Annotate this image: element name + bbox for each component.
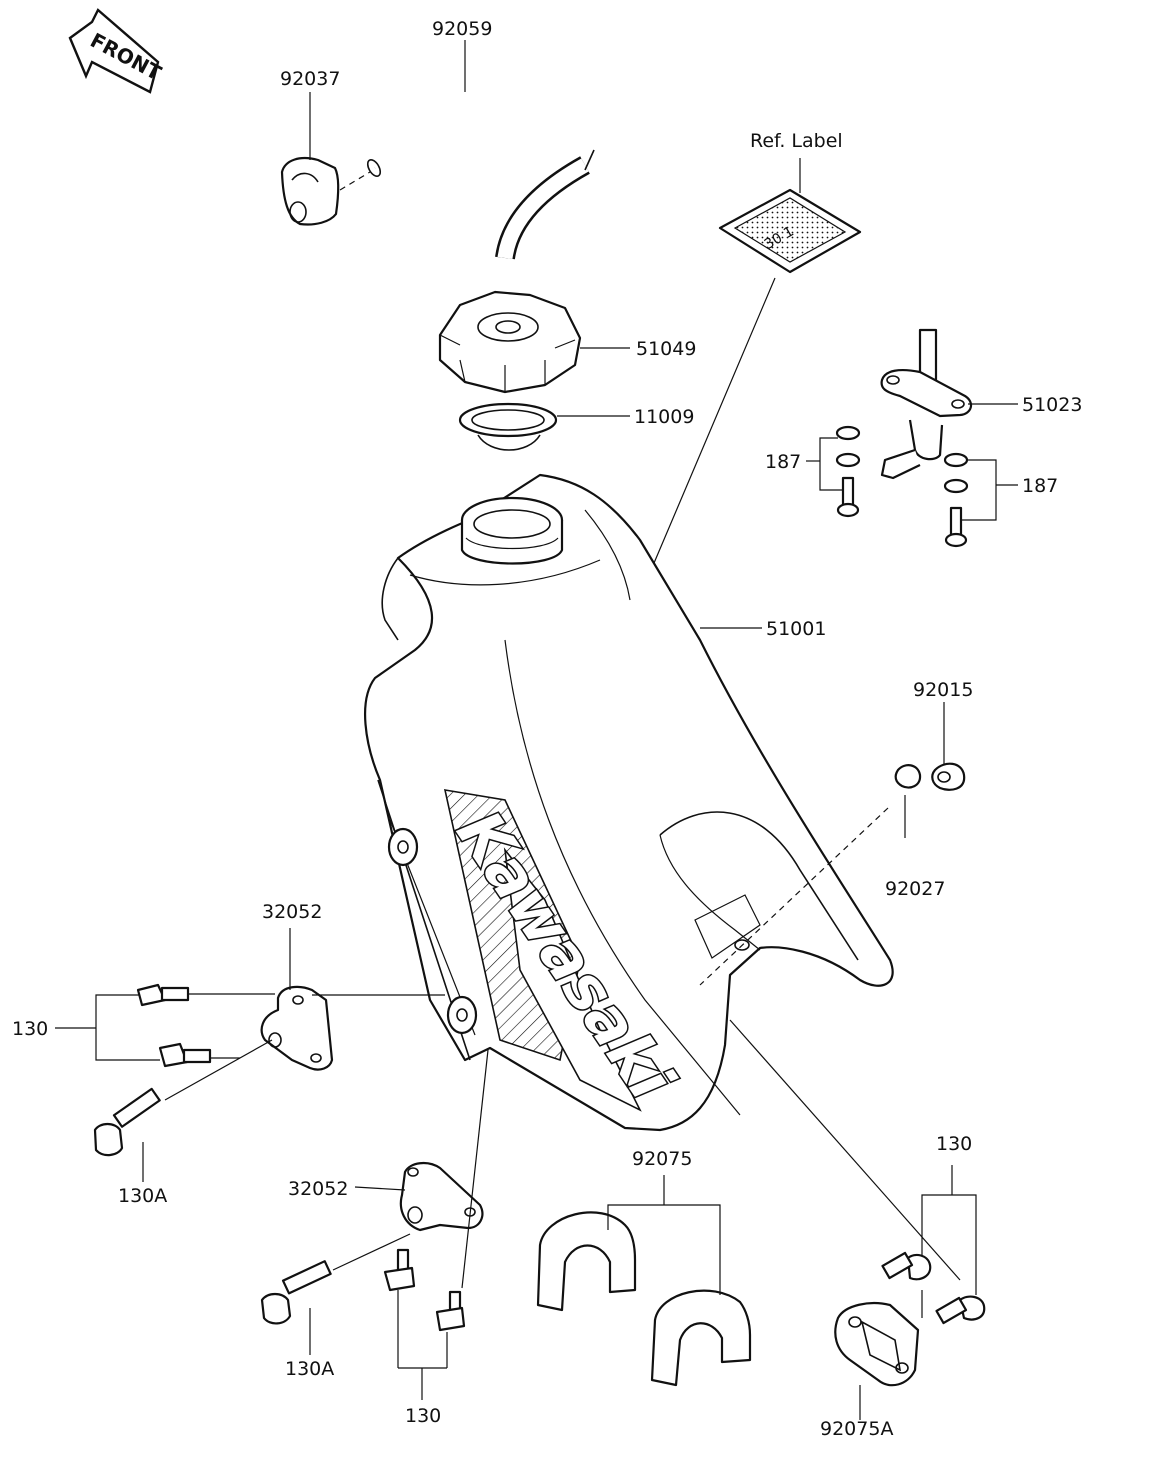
hose-clip: [280, 156, 371, 226]
label-130A-lower: 130A: [285, 1358, 334, 1380]
cap-gasket: [458, 402, 558, 451]
label-92059: 92059: [432, 18, 492, 40]
damper-92075-right: [650, 1289, 752, 1387]
bolt-130-lower: [158, 1042, 240, 1068]
bolt-130A-upper: [93, 1039, 273, 1182]
label-92037: 92037: [280, 68, 340, 90]
tap-screws-right: [943, 452, 997, 548]
label-92075: 92075: [632, 1148, 692, 1170]
label-130-rear: 130: [936, 1133, 972, 1155]
fuel-cap: [438, 290, 582, 394]
label-92075A: 92075A: [820, 1418, 893, 1440]
label-130-left: 130: [12, 1018, 48, 1040]
bolt-130A-lower: [260, 1233, 411, 1355]
ref-label-plate: 30 1: [718, 158, 862, 274]
bolt-130-bottom-right: [435, 1290, 466, 1368]
label-92015: 92015: [913, 679, 973, 701]
front-arrow-icon: FRONT: [68, 8, 166, 94]
label-51001: 51001: [766, 618, 826, 640]
label-51049: 51049: [636, 338, 696, 360]
bolt-130-rear-left: [881, 1251, 932, 1281]
label-187-right: 187: [1022, 475, 1058, 497]
grommet-92015: [931, 762, 966, 791]
label-32052-upper: 32052: [262, 901, 322, 923]
fuel-tank: [364, 473, 894, 1132]
front-bracket-lower: [354, 1162, 484, 1232]
tap-screws-left: [819, 425, 861, 518]
damper-92075-left: [536, 1211, 637, 1312]
bolt-130-bottom-left: [383, 1248, 416, 1368]
label-130-bottom: 130: [405, 1405, 441, 1427]
label-92027: 92027: [885, 878, 945, 900]
label-51023: 51023: [1022, 394, 1082, 416]
bolt-130-upper: [136, 983, 275, 1007]
label-32052-lower: 32052: [288, 1178, 348, 1200]
bolt-130-rear-right: [935, 1295, 986, 1325]
label-ref-label: Ref. Label: [750, 130, 843, 152]
fuel-tap: [880, 328, 973, 480]
label-130A-upper: 130A: [118, 1185, 167, 1207]
grommet-92027: [894, 764, 922, 838]
breather-hose: [366, 33, 693, 260]
front-bracket-upper: [260, 928, 445, 1071]
label-11009: 11009: [634, 406, 694, 428]
rear-bracket: [834, 1301, 920, 1420]
label-187-left: 187: [765, 451, 801, 473]
